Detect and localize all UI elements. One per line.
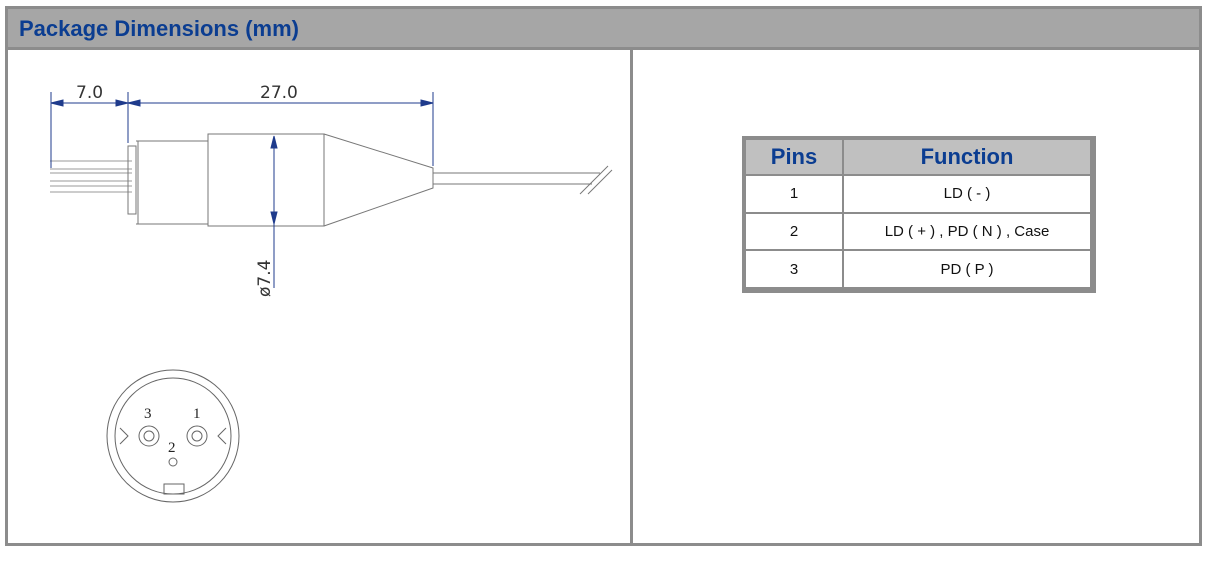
header-function: Function xyxy=(844,140,1090,174)
function-cell: LD ( - ) xyxy=(844,176,1090,212)
header-pins: Pins xyxy=(746,140,842,174)
package-drawing: 7.0 27.0 ø7.4 3 1 2 xyxy=(50,83,613,503)
dimension-lines xyxy=(50,92,434,288)
dimension-7-0: 7.0 xyxy=(76,83,103,103)
pin-label-2: 2 xyxy=(168,440,176,456)
pin-cell: 3 xyxy=(746,251,842,287)
pin-label-1: 1 xyxy=(193,406,201,422)
function-cell: PD ( P ) xyxy=(844,251,1090,287)
pin-function-table: Pins Function 1 LD ( - ) 2 LD ( + ) , PD… xyxy=(742,136,1096,293)
panel-header: Package Dimensions (mm) xyxy=(8,9,1199,50)
table-row: 3 PD ( P ) xyxy=(746,251,1090,287)
side-view-outline xyxy=(50,133,613,227)
pin-cell: 1 xyxy=(746,176,842,212)
package-dimensions-panel: Package Dimensions (mm) xyxy=(5,6,1202,546)
function-cell: LD ( + ) , PD ( N ) , Case xyxy=(844,213,1090,250)
panel-title: Package Dimensions (mm) xyxy=(19,16,299,41)
table-header-row: Pins Function xyxy=(746,140,1090,174)
pin-label-3: 3 xyxy=(144,406,152,422)
pin-end-view xyxy=(106,369,240,503)
table-row: 1 LD ( - ) xyxy=(746,176,1090,212)
dimension-27-0: 27.0 xyxy=(260,83,298,103)
dimension-diameter-7-4: ø7.4 xyxy=(255,260,275,297)
panel-divider xyxy=(630,47,633,543)
pin-cell: 2 xyxy=(746,213,842,250)
drawing-area: 7.0 27.0 ø7.4 3 1 2 xyxy=(8,50,630,543)
pin-function-area: Pins Function 1 LD ( - ) 2 LD ( + ) , PD… xyxy=(633,50,1199,543)
table-row: 2 LD ( + ) , PD ( N ) , Case xyxy=(746,213,1090,250)
